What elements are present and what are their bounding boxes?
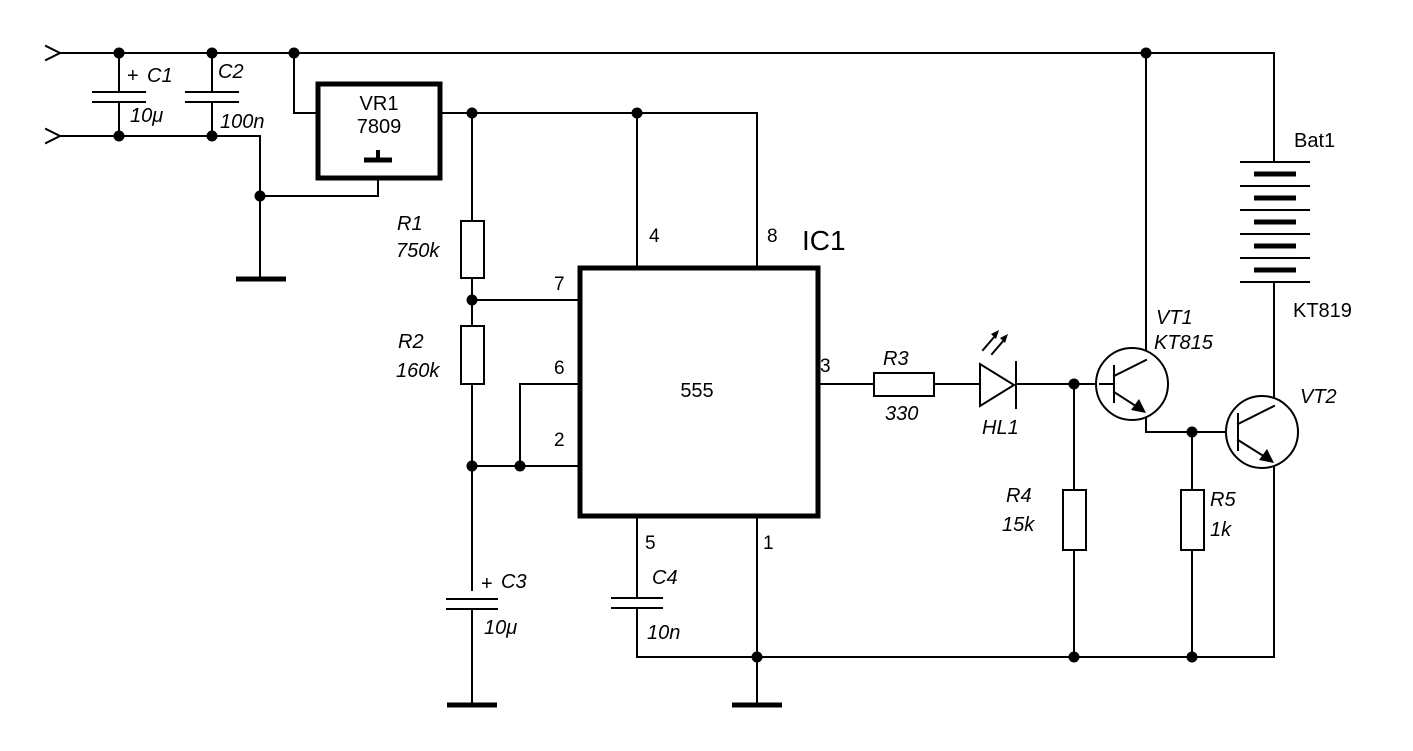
ic1-pin-6: 6 [554, 358, 565, 379]
r5-value: 1k [1210, 519, 1232, 541]
vt1-value: KT815 [1154, 332, 1214, 354]
r1-name: R1 [397, 213, 423, 235]
c3-value: 10μ [484, 617, 517, 639]
capacitor-c3: + C3 10μ [446, 571, 527, 639]
r1-value: 750k [396, 240, 440, 262]
ic1-555-timer: 555 IC1 4 8 7 6 2 3 5 1 [554, 225, 846, 554]
c1-polarity: + [127, 65, 139, 87]
transistor-vt2: VT2 KT819 [1225, 300, 1352, 469]
ic1-name: IC1 [802, 225, 846, 256]
regulator-vr1: VR1 7809 [315, 81, 443, 181]
ic1-pin-3: 3 [820, 356, 831, 377]
c1-name: C1 [147, 65, 173, 87]
ic1-value: 555 [680, 380, 713, 402]
hl1-name: HL1 [982, 417, 1019, 439]
ic1-pin-1: 1 [763, 533, 774, 554]
battery-bat1: Bat1 [1240, 130, 1335, 283]
ic1-pin-2: 2 [554, 430, 565, 451]
r3-value: 330 [885, 403, 918, 425]
bat1-name: Bat1 [1294, 130, 1335, 152]
r3-name: R3 [883, 348, 909, 370]
ic1-pin-8: 8 [767, 226, 778, 247]
r2-name: R2 [398, 331, 424, 353]
junction-dots [113, 47, 1198, 663]
vr1-name: VR1 [360, 93, 399, 115]
r5-name: R5 [1210, 489, 1236, 511]
resistor-r1: R1 750k [396, 213, 485, 279]
input-terminal-negative [44, 127, 63, 145]
input-terminal-positive [44, 44, 63, 62]
c1-value: 10μ [130, 105, 163, 127]
vt2-value: KT819 [1293, 300, 1352, 322]
vt2-name: VT2 [1300, 386, 1337, 408]
c2-value: 100n [220, 111, 265, 133]
r4-value: 15k [1002, 514, 1035, 536]
ic1-pin-7: 7 [554, 274, 565, 295]
resistor-r5: R5 1k [1180, 489, 1236, 551]
resistor-r2: R2 160k [396, 325, 485, 385]
vr1-value: 7809 [357, 116, 402, 138]
wires [59, 52, 1275, 705]
ic1-pin-4: 4 [649, 226, 660, 247]
c4-value: 10n [647, 622, 680, 644]
capacitor-c2: C2 100n [185, 61, 265, 133]
ic1-pin-5: 5 [645, 533, 656, 554]
r4-name: R4 [1006, 485, 1032, 507]
c3-polarity: + [481, 573, 493, 595]
capacitor-c4: C4 10n [611, 567, 680, 644]
c3-name: C3 [501, 571, 527, 593]
resistor-r4: R4 15k [1002, 485, 1087, 551]
transistor-vt1: VT1 KT815 [1095, 307, 1214, 421]
c4-name: C4 [652, 567, 678, 589]
led-hl1: HL1 [979, 330, 1019, 439]
vt1-name: VT1 [1156, 307, 1193, 329]
r2-value: 160k [396, 360, 440, 382]
resistor-r3: R3 330 [873, 348, 935, 425]
c2-name: C2 [218, 61, 244, 83]
capacitor-c1: + C1 10μ [92, 65, 173, 127]
